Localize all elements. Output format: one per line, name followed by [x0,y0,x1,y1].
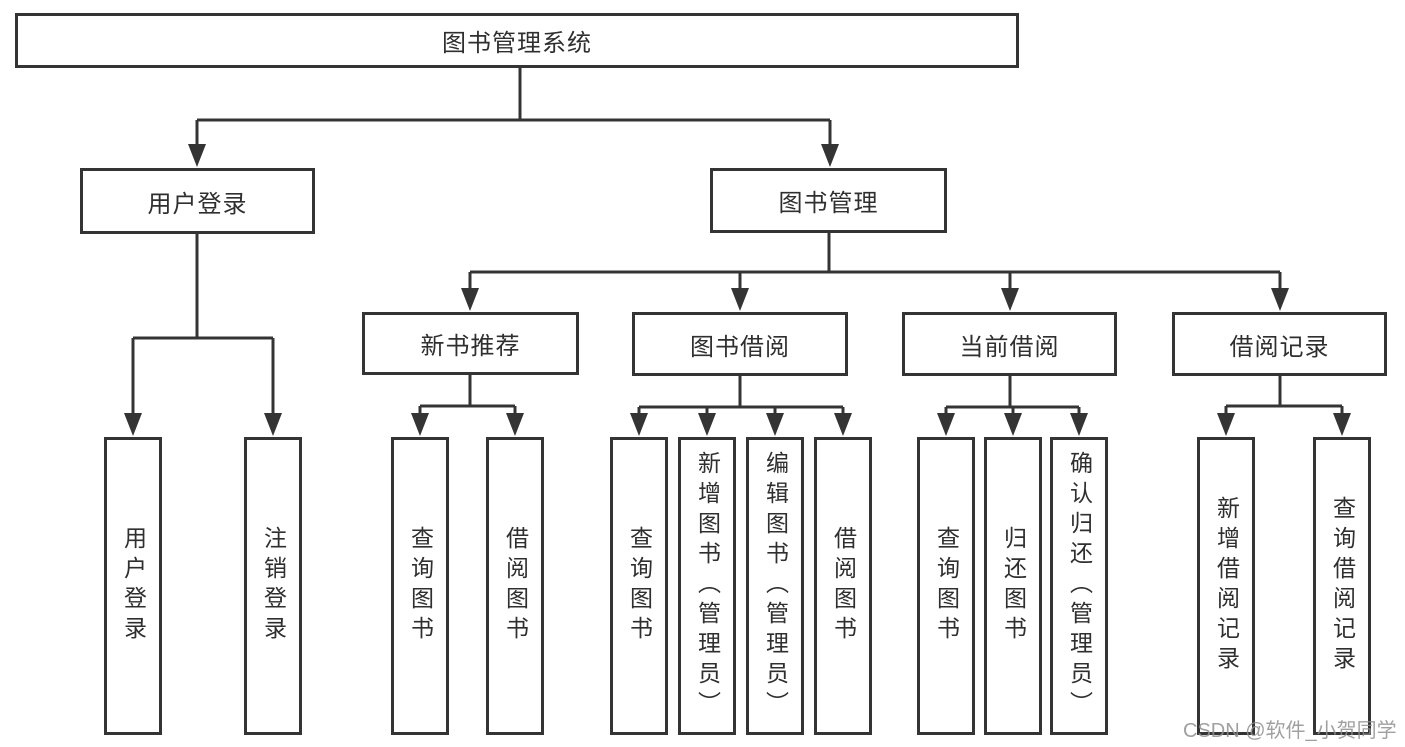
arrow-down-icon [506,413,524,436]
arrow-down-icon [1271,288,1289,311]
leaf-current-confirm-return-admin: 确认归还（管理员） [1050,437,1108,735]
leaf-recommend-query-books: 查询图书 [391,437,449,735]
arrowhead-icons [124,144,1351,436]
arrow-down-icon [937,413,955,436]
node-root: 图书管理系统 [15,13,1019,68]
leaf-borrow-borrow-books: 借阅图书 [814,437,872,735]
connector-borrow-records-to-leaves [1224,376,1344,415]
arrow-down-icon [1070,413,1088,436]
connector-user-login-to-leaves [131,234,275,415]
node-user-login: 用户登录 [80,168,315,234]
arrow-down-icon [821,144,839,167]
arrow-down-icon [461,288,479,311]
leaf-borrow-edit-books-admin: 编辑图书（管理员） [746,437,804,735]
arrow-down-icon [1333,413,1351,436]
node-book-borrow: 图书借阅 [632,312,848,376]
leaf-logout-login: 注销登录 [244,437,302,735]
connector-book-mgmt-to-level3 [468,233,1282,290]
watermark: CSDN @软件_小贺同学 [1183,720,1397,742]
arrow-down-icon [1217,413,1235,436]
arrow-down-icon [1001,288,1019,311]
connector-new-book-to-leaves [418,375,517,415]
leaf-borrow-add-books-admin: 新增图书（管理员） [678,437,736,735]
connector-book-borrow-to-leaves [637,376,845,415]
arrow-down-icon [698,413,716,436]
arrow-down-icon [188,144,206,167]
node-new-book-recommend: 新书推荐 [362,312,579,375]
arrow-down-icon [411,413,429,436]
arrow-down-icon [630,413,648,436]
leaf-records-add-record: 新增借阅记录 [1197,437,1255,735]
arrow-down-icon [731,288,749,311]
connector-lines [131,68,1344,415]
node-book-management: 图书管理 [710,168,947,233]
leaf-current-query-books: 查询图书 [917,437,975,735]
arrow-down-icon [834,413,852,436]
arrow-down-icon [124,413,142,436]
leaf-records-query-record: 查询借阅记录 [1313,437,1371,735]
connector-root-to-level2 [195,68,832,146]
leaf-recommend-borrow-books: 借阅图书 [486,437,544,735]
leaf-user-login: 用户登录 [104,437,162,735]
connector-current-borrow-to-leaves [944,376,1081,415]
node-current-borrow: 当前借阅 [902,312,1117,376]
node-borrow-records: 借阅记录 [1172,312,1387,376]
arrow-down-icon [1004,413,1022,436]
leaf-current-return-books: 归还图书 [984,437,1042,735]
arrow-down-icon [264,413,282,436]
leaf-borrow-query-books: 查询图书 [610,437,668,735]
arrow-down-icon [766,413,784,436]
